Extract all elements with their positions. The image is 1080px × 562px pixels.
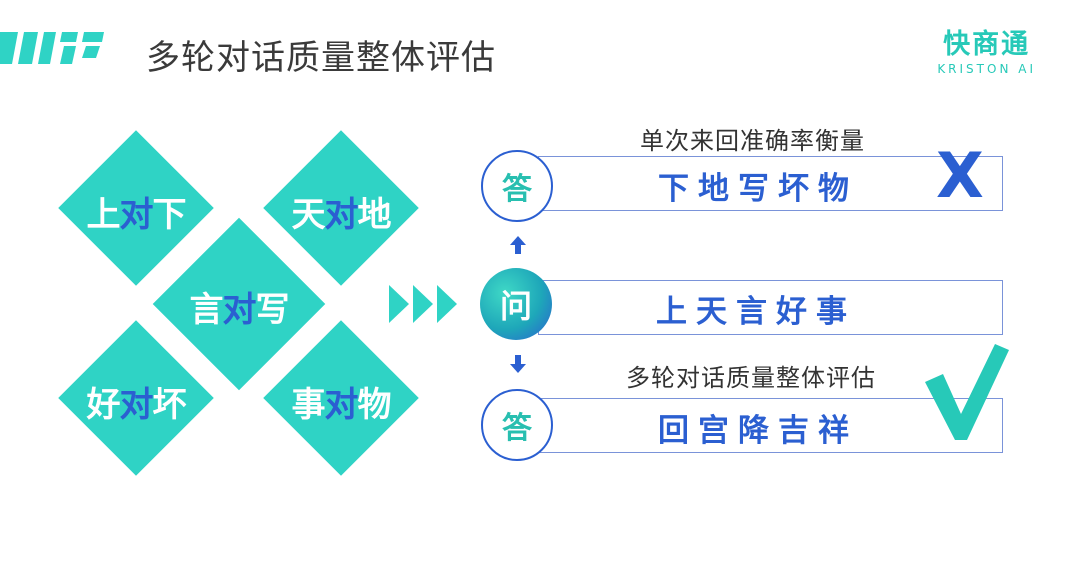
brand-name-en: KRISTON AI — [937, 62, 1036, 76]
diamond-char-mid: 对 — [222, 290, 257, 330]
diamond-char-mid: 对 — [119, 195, 154, 235]
question-circle: 问 — [480, 268, 552, 340]
answer1-box — [538, 156, 1003, 211]
stripes-logo-icon — [0, 32, 104, 64]
diamond-char: 物 — [357, 385, 392, 425]
diamond-char: 地 — [357, 195, 392, 235]
diamond-char: 言 — [189, 290, 224, 330]
answer1-text: 下地写坏物 — [658, 171, 858, 207]
answer1-circle: 答 — [481, 150, 553, 222]
question-box — [538, 280, 1003, 335]
diamond-char: 天 — [291, 195, 326, 235]
diamond-char: 坏 — [152, 385, 187, 425]
answer2-text: 回宫降吉祥 — [658, 413, 858, 449]
answer2-box — [538, 398, 1003, 453]
diamond-char: 好 — [86, 385, 121, 425]
diamond-label-top-left: 上对下 — [56, 187, 216, 236]
question-circle-label: 问 — [499, 287, 532, 325]
diamond-char-mid: 对 — [119, 385, 154, 425]
answer2-circle: 答 — [481, 389, 553, 461]
arrow-down-icon — [510, 355, 526, 373]
question-text: 上天言好事 — [656, 294, 856, 330]
answer2-circle-label: 答 — [502, 411, 532, 446]
x-mark-icon: X — [936, 139, 984, 212]
answer1-subtitle: 单次来回准确率衡量 — [640, 127, 865, 155]
diamond-label-bottom-right: 事对物 — [261, 377, 421, 426]
brand-name-cn: 快商通 — [943, 29, 1031, 60]
diamond-char: 写 — [255, 290, 290, 330]
answer2-subtitle: 多轮对话质量整体评估 — [626, 364, 876, 392]
diamond-label-bottom-left: 好对坏 — [56, 377, 216, 426]
arrow-up-icon — [510, 236, 526, 254]
check-mark-icon — [925, 344, 1009, 440]
diamond-label-center: 言对写 — [159, 282, 319, 331]
diamond-char-mid: 对 — [324, 195, 359, 235]
diamond-char: 上 — [86, 195, 121, 235]
page-title: 多轮对话质量整体评估 — [146, 38, 496, 78]
diamond-char: 事 — [291, 385, 326, 425]
diamond-label-top-right: 天对地 — [261, 187, 421, 236]
diamond-char: 下 — [152, 195, 187, 235]
triple-arrow-icon — [389, 285, 457, 323]
brand-logo: 快商通 KRISTON AI — [937, 22, 1036, 76]
diamond-char-mid: 对 — [324, 385, 359, 425]
answer1-circle-label: 答 — [502, 172, 532, 207]
